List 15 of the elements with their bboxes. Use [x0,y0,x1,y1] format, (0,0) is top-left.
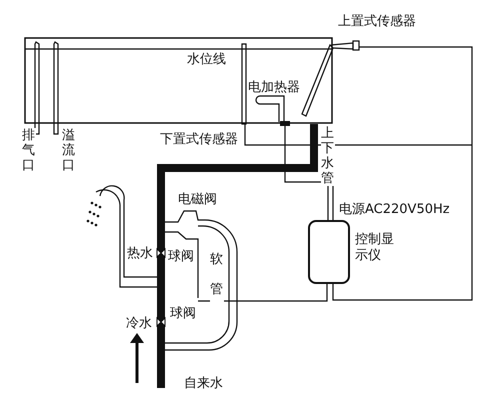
cold-water-label: 冷水 [126,316,152,331]
valve-label: 电磁阀 [178,192,217,207]
sensor-label: 下置式传感器 [160,132,238,147]
heater-label: 电加热器 [248,80,300,95]
device-label: 控制显示仪 [355,232,395,264]
water-level-label: 水位线 [187,52,226,67]
pipe-label: 上下水管 [321,126,335,186]
valve-label: 球阀 [170,306,196,321]
overflow-label: 溢流口 [62,128,76,173]
tap-water-label: 自来水 [184,376,223,391]
sensor-label: 上置式传感器 [338,14,416,29]
power-label: 电源AC220V50Hz [339,202,450,217]
hot-water-label: 热水 [127,246,153,261]
vent-label: 排气口 [22,128,36,173]
valve-label: 球阀 [168,249,194,264]
